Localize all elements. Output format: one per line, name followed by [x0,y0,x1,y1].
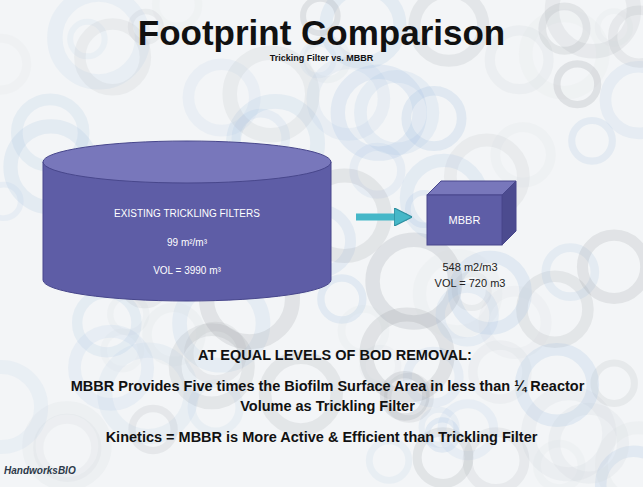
cylinder-top [43,141,331,183]
cube-front [427,195,502,245]
cube-reactor: MBBR 548 m2/m3VOL = 720 m3 [405,165,535,295]
cube-top [427,181,516,195]
node-value: 548 m2/m3 [405,260,535,275]
flow-arrow [356,214,407,221]
cube-side [502,181,516,245]
node-value: VOL = 3990 m³ [42,264,332,278]
subtitle: Tricking Filter vs. MBBR [0,52,643,64]
slide-title: Footprint Comparison [0,13,643,53]
cube-outline [405,165,535,295]
section-heading: AT EQUAL LEVELS OF BOD REMOVAL: [40,346,630,365]
node-value: 99 m²/m³ [42,236,332,250]
node-heading: EXISTING TRICKLING FILTERS [42,207,332,221]
statement-text: MBBR Provides Five times the Biofilm Sur… [55,376,600,416]
cylinder-tank: EXISTING TRICKLING FILTERS 99 m²/m³ VOL = … [42,140,332,302]
node-heading: MBBR [427,195,502,245]
node-value: VOL = 720 m3 [405,276,535,291]
company-logo: HandworksBIO [4,464,124,477]
statement-text: Kinetics = MBBR is More Active & Efficie… [10,428,633,447]
cylinder-outline [42,140,332,302]
